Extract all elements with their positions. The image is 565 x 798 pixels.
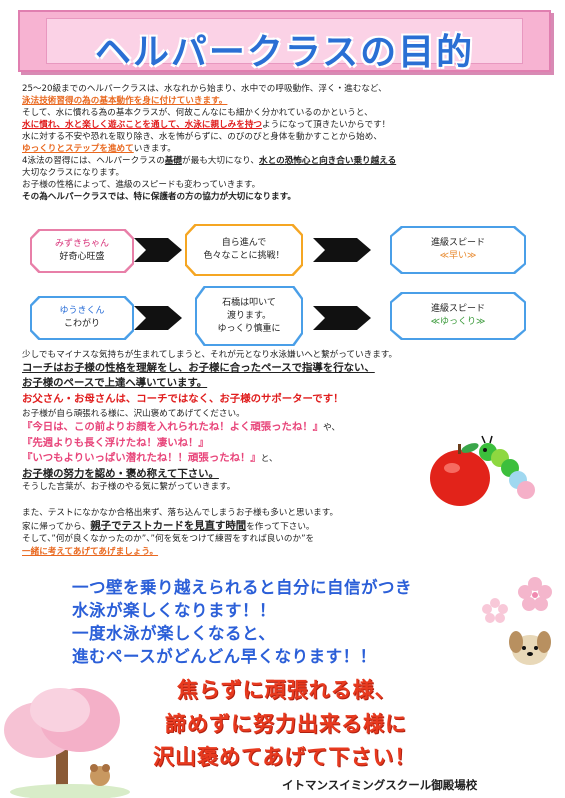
middle-line: お父さん・お母さんは、コーチではなく、お子様のサポーターです！ xyxy=(22,394,343,406)
middle-line: コーチはお子様の性格を理解をし、お子様に合ったペースで指導を行ない、 xyxy=(22,363,375,375)
intro-text: が最も大切になり、 xyxy=(182,156,260,166)
middle-text: お父さん・お母さんは、コーチではなく、お子様のサポーターです！ xyxy=(22,393,344,405)
middle-text: 少しでもマイナスな気持ちが生まれてしまうと、それが元となり水泳嫌いへと繋がってい… xyxy=(22,350,398,360)
intro-text: いきます。 xyxy=(133,144,176,154)
flow-speed-box-fast: 進級スピード ≪早い≫ xyxy=(390,226,526,274)
middle-line: お子様の努力を認め・褒め称えて下さい。 xyxy=(22,469,219,481)
intro-line: ゆっくりとステップを進めていきます。 xyxy=(22,144,176,155)
sakura-flower-icon xyxy=(482,598,508,623)
behavior-line-1: 石橋は叩いて xyxy=(222,297,276,308)
test-line: 家に帰ってから、親子でテストカードを見直す時間を作って下さい。 xyxy=(22,521,315,533)
middle-text: 『先週よりも長く浮けたね！凄いね！』 xyxy=(22,437,209,449)
flow-behavior-box-1: 自ら進んで 色々なことに挑戦！ xyxy=(185,224,303,276)
behavior-line-2: 渡ります。 xyxy=(226,310,272,321)
middle-text: お子様のペースで上達へ導いています。 xyxy=(22,377,208,389)
title-banner-inner: ヘルパークラスの目的 xyxy=(46,18,523,73)
arrow-right-icon xyxy=(134,238,182,262)
speed-label: 進級スピード xyxy=(430,238,485,248)
test-text: を作って下さい。 xyxy=(246,522,315,532)
arrow-right-icon xyxy=(313,306,371,330)
test-text: 親子でテストカードを見直す時間 xyxy=(90,520,247,532)
flow-child-box-yuuki: ゆうきくん こわがり xyxy=(30,296,134,340)
red-message-line: 諦めずに努力出来る様に xyxy=(165,712,407,736)
intro-line: 水に慣れ、水と楽しく遊ぶことを通して、水泳に親しみを持つようになって頂きたいから… xyxy=(22,120,390,131)
intro-text: 水に対する不安や恐れを取り除き、水を怖がらずに、のびのびと身体を動かすことから始… xyxy=(22,132,382,142)
middle-text: や、 xyxy=(323,423,341,433)
test-line: また、テストになかなか合格出来ず、落ち込んでしまうお子様も多いと思います。 xyxy=(22,508,338,519)
puppy-illustration xyxy=(509,631,551,665)
blue-message-line: 水泳が楽しくなります！！ xyxy=(72,601,276,620)
blue-message-line: 一つ壁を乗り越えられると自分に自信がつき xyxy=(72,578,412,597)
child-name-yuuki: ゆうきくん xyxy=(59,306,105,316)
test-text: 家に帰ってから、 xyxy=(22,522,91,532)
middle-text: コーチはお子様の性格を理解をし、お子様に合ったペースで指導を行ない、 xyxy=(22,362,375,374)
blue-message-line: 進むペースがどんどん早くなります！！ xyxy=(72,647,377,666)
intro-text: その為ヘルパークラスでは、特に保護者の方の協力が大切になります。 xyxy=(22,192,296,202)
red-message-line: 焦らずに頑張れる様、 xyxy=(177,678,397,702)
intro-text: 基礎 xyxy=(164,156,182,166)
test-text: そして、”何が良くなかったのか”、”何を気をつけて練習をすれば良いのか”を xyxy=(22,534,315,544)
test-text: また、テストになかなか合格出来ず、落ち込んでしまうお子様も多いと思います。 xyxy=(22,508,339,518)
school-name-footer: イトマンスイミングスクール御殿場校 xyxy=(282,778,478,792)
intro-text: ようになって頂きたいからです！ xyxy=(262,120,391,130)
intro-line: 25～20級までのヘルパークラスは、水なれから始まり、水中での呼吸動作、浮く・進… xyxy=(22,84,387,95)
intro-line: 4泳法の習得には、ヘルパークラスの基礎が最も大切になり、水との恐怖心と向き合い乗… xyxy=(22,156,396,167)
blue-message-line: 一度水泳が楽しくなると、 xyxy=(72,624,276,643)
test-line: そして、”何が良くなかったのか”、”何を気をつけて練習をすれば良いのか”を xyxy=(22,534,314,545)
intro-line: お子様の性格によって、進級のスピードも変わっていきます。 xyxy=(22,180,260,191)
intro-line: 泳法技術習得の為の基本動作を身に付けていきます。 xyxy=(22,96,227,107)
middle-line: お子様のペースで上達へ導いています。 xyxy=(22,378,207,390)
middle-line: 『今日は、この前よりお顔を入れられたね！よく頑張ったね！』や、 xyxy=(22,422,340,434)
intro-text: ゆっくりとステップを進めて xyxy=(22,144,134,154)
cherry-tree-illustration xyxy=(4,688,130,798)
sakura-flower-icon xyxy=(518,577,552,611)
intro-text: そして、水に慣れる為の基本クラスが、何故こんなにも細かく分かれているのかというと… xyxy=(22,108,373,118)
middle-text: 『いつもよりいっぱい潜れたね！！頑張ったね！』 xyxy=(22,452,261,464)
intro-line: 水に対する不安や恐れを取り除き、水を怖がらずに、のびのびと身体を動かすことから始… xyxy=(22,132,382,143)
intro-text: 水との恐怖心と向き合い乗り越える xyxy=(259,156,397,166)
intro-text: 泳法技術習得の為の基本動作を身に付けていきます。 xyxy=(22,96,228,106)
intro-text: 25～20級までのヘルパークラスは、水なれから始まり、水中での呼吸動作、浮く・進… xyxy=(22,84,387,94)
middle-text: と、 xyxy=(260,454,278,464)
title-banner: ヘルパークラスの目的 xyxy=(18,10,551,73)
behavior-line-2: 色々なことに挑戦！ xyxy=(203,251,285,261)
intro-line: 大切なクラスになります。 xyxy=(22,168,124,179)
middle-line: 『いつもよりいっぱい潜れたね！！頑張ったね！』と、 xyxy=(22,453,278,465)
flow-behavior-box-2: 石橋は叩いて 渡ります。 ゆっくり慎重に xyxy=(195,286,303,346)
child-trait-yuuki: こわがり xyxy=(63,319,100,329)
middle-text: お子様の努力を認め・褒め称えて下さい。 xyxy=(22,468,219,480)
apple-caterpillar-illustration xyxy=(430,435,535,506)
speed-value-fast: ≪早い≫ xyxy=(439,251,477,261)
flow-speed-box-slow: 進級スピード ≪ゆっくり≫ xyxy=(390,292,526,340)
middle-text: お子様が自ら頑張れる様に、沢山褒めてあげてください。 xyxy=(22,409,245,419)
intro-text: 4泳法の習得には、ヘルパークラスの xyxy=(22,156,165,166)
test-line: 一緒に考えてあげてあげましょう。 xyxy=(22,547,158,558)
arrow-right-icon xyxy=(313,238,371,262)
middle-text: 『今日は、この前よりお顔を入れられたね！よく頑張ったね！』 xyxy=(22,421,324,433)
speed-value-slow: ≪ゆっくり≫ xyxy=(430,317,486,327)
speed-label: 進級スピード xyxy=(430,304,485,314)
middle-line: 少しでもマイナスな気持ちが生まれてしまうと、それが元となり水泳嫌いへと繋がってい… xyxy=(22,350,397,361)
behavior-line-1: 自ら進んで xyxy=(221,238,267,248)
test-text: 一緒に考えてあげてあげましょう。 xyxy=(22,547,159,557)
intro-text: 大切なクラスになります。 xyxy=(22,168,125,178)
flow-child-box-mizuki: みずきちゃん 好奇心旺盛 xyxy=(30,229,134,273)
intro-text: お子様の性格によって、進級のスピードも変わっていきます。 xyxy=(22,180,261,190)
middle-line: 『先週よりも長く浮けたね！凄いね！』 xyxy=(22,438,209,450)
arrow-right-icon xyxy=(134,306,182,330)
child-name-mizuki: みずきちゃん xyxy=(54,239,109,249)
intro-line: その為ヘルパークラスでは、特に保護者の方の協力が大切になります。 xyxy=(22,192,296,203)
intro-text: 水に慣れ、水と楽しく遊ぶことを通して、水泳に親しみを持つ xyxy=(22,120,263,130)
behavior-line-3: ゆっくり慎重に xyxy=(217,323,281,334)
intro-line: そして、水に慣れる為の基本クラスが、何故こんなにも細かく分かれているのかというと… xyxy=(22,108,373,119)
middle-line: お子様が自ら頑張れる様に、沢山褒めてあげてください。 xyxy=(22,409,245,420)
child-trait-mizuki: 好奇心旺盛 xyxy=(59,252,105,262)
page-title: ヘルパークラスの目的 xyxy=(94,32,475,73)
red-message-line: 沢山褒めてあげて下さい！ xyxy=(153,745,417,769)
middle-line: そうした言葉が、お子様のやる気に繋がっていきます。 xyxy=(22,482,235,493)
middle-text: そうした言葉が、お子様のやる気に繋がっていきます。 xyxy=(22,482,236,492)
